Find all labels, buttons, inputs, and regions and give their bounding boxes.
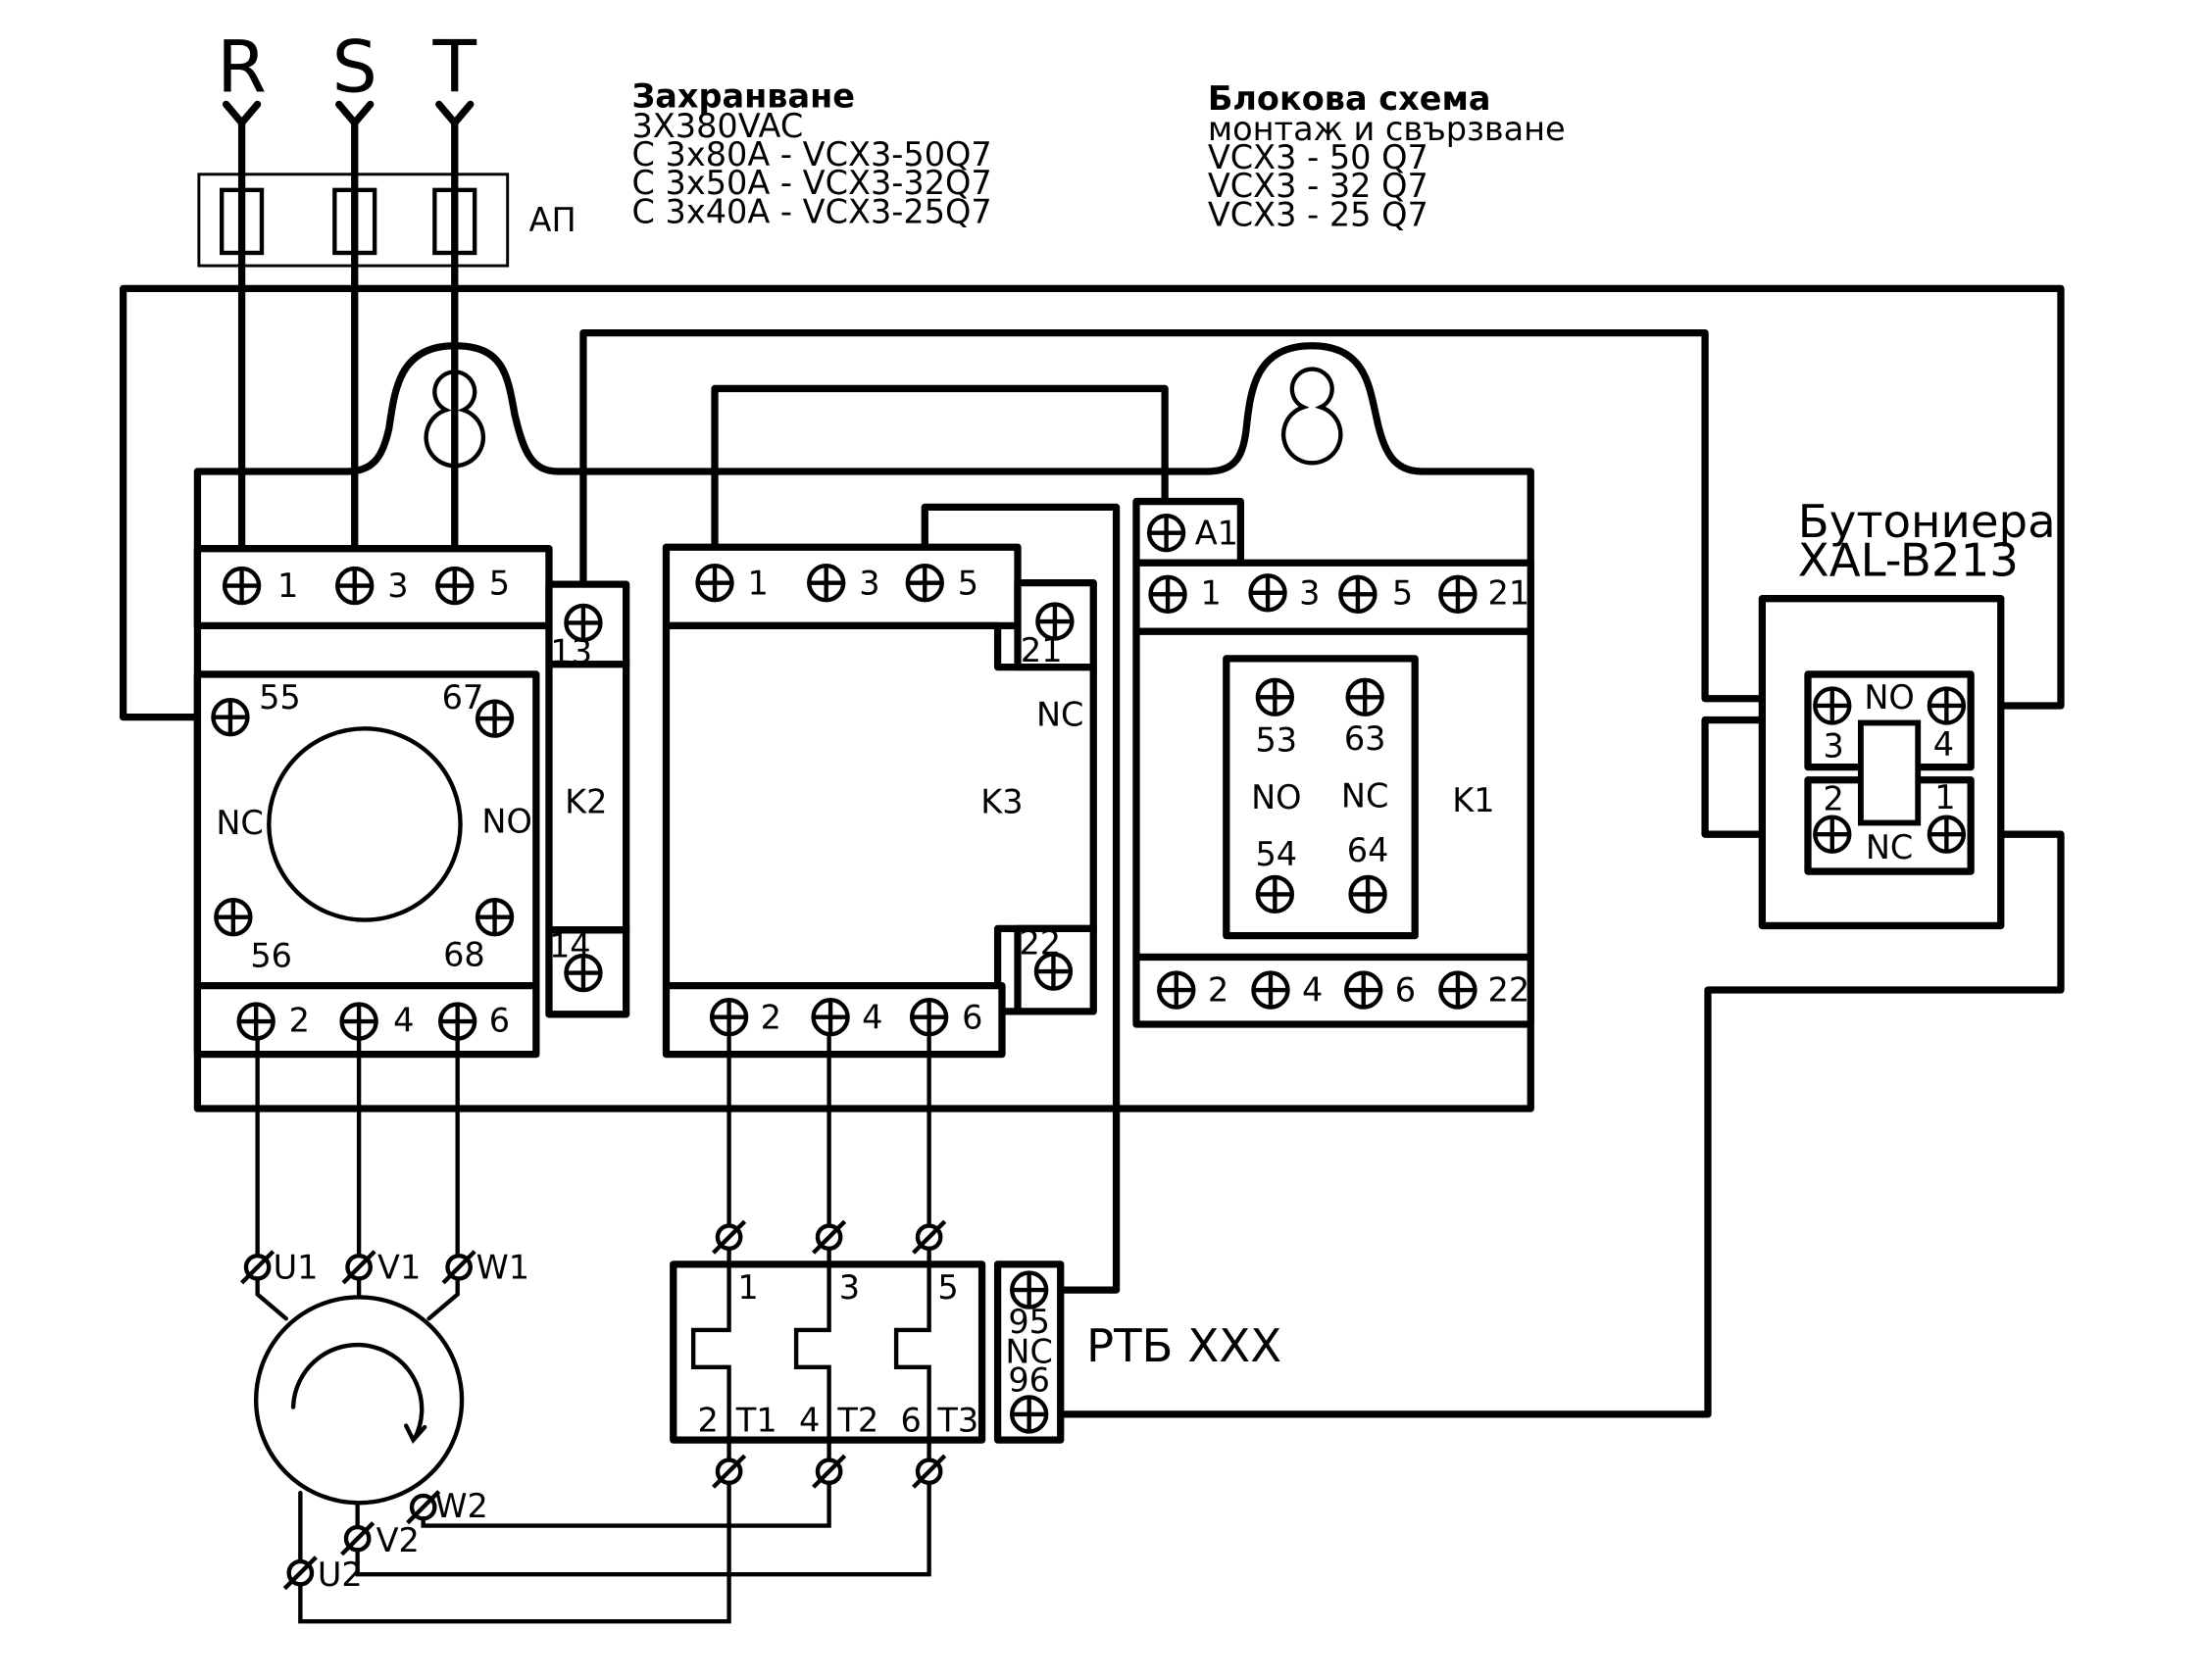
k1-terminal-2: 2 <box>1208 971 1228 1010</box>
k1-terminal-21: 21 <box>1488 574 1530 613</box>
pushbutton-terminal-1: 1 <box>1934 778 1955 816</box>
k2-terminal-2: 2 <box>289 1001 310 1039</box>
k1-terminal-6: 6 <box>1395 971 1416 1010</box>
phase-t-label: T <box>432 25 477 109</box>
k1-terminal-4: 4 <box>1302 971 1323 1010</box>
k1-label: K1 <box>1452 781 1494 819</box>
motor-terminal-u2: U2 <box>318 1556 363 1594</box>
relay-terminal-5: 5 <box>937 1268 958 1307</box>
k1-terminal-54: 54 <box>1255 835 1297 873</box>
relay-terminal-t2: T2 <box>836 1401 878 1439</box>
relay-label: РТБ XXX <box>1086 1319 1281 1372</box>
k1-no-label: NO <box>1251 778 1301 816</box>
k2-terminal-55: 55 <box>259 678 301 716</box>
phase-r-label: R <box>217 25 267 109</box>
k3-terminal-4: 4 <box>862 998 882 1036</box>
k1-terminal-1: 1 <box>1201 574 1222 613</box>
breaker-label: АП <box>529 201 576 239</box>
motor-terminal-v2: V2 <box>376 1521 420 1559</box>
supply-line: C 3x50A - VCX3-32Q7 <box>631 164 991 202</box>
k3-terminal-3: 3 <box>859 564 879 602</box>
block-line: VCX3 - 25 Q7 <box>1208 195 1428 233</box>
relay-terminal-3: 3 <box>839 1268 860 1307</box>
k2-terminal-3: 3 <box>387 567 408 605</box>
pushbutton-terminal-2: 2 <box>1824 779 1844 817</box>
k2-terminal-1: 1 <box>277 567 298 605</box>
block-line: VCX3 - 32 Q7 <box>1208 167 1428 205</box>
phase-inputs: R S T <box>217 25 477 572</box>
k1-terminal-53: 53 <box>1255 721 1297 760</box>
relay-contact-nc: NC <box>1005 1332 1052 1370</box>
relay-contact-96: 96 <box>1008 1361 1050 1400</box>
k3-terminal-1: 1 <box>748 564 769 602</box>
motor-terminal-v1: V1 <box>377 1248 421 1286</box>
k1-terminal-63: 63 <box>1344 719 1386 758</box>
k1-terminal-3: 3 <box>1299 574 1320 613</box>
k2-aux-13: 13 <box>550 632 592 670</box>
k3-aux-21: 21 <box>1021 631 1063 669</box>
pushbutton-no-label: NO <box>1864 678 1914 716</box>
k3-aux-22: 22 <box>1019 924 1061 963</box>
phase-s-label: S <box>332 25 377 109</box>
relay-terminal-t1: T1 <box>735 1401 777 1439</box>
thermal-relay: 1 3 5 2 T1 4 T2 6 T3 95 NC 96 РТБ XXX <box>670 1221 1281 1487</box>
supply-title: Захранване <box>631 76 855 115</box>
pushbutton-model: XAL-B213 <box>1798 533 2019 586</box>
k3-nc-label: NC <box>1036 695 1083 733</box>
relay-terminal-1: 1 <box>737 1268 758 1307</box>
keyhole <box>1280 367 1343 466</box>
control-wiring <box>119 284 2065 1418</box>
pushbutton-title: Бутониера <box>1798 495 2056 548</box>
block-title: Блокова схема <box>1208 79 1491 118</box>
relay-terminal-t3: T3 <box>936 1401 978 1439</box>
pushbutton-terminal-3: 3 <box>1824 726 1844 765</box>
k2-terminal-6: 6 <box>489 1001 510 1039</box>
keyhole <box>424 370 486 469</box>
block-line: VCX3 - 50 Q7 <box>1208 138 1428 176</box>
block-notes: Блокова схема монтаж и свързване VCX3 - … <box>1208 79 1566 233</box>
k2-terminal-68: 68 <box>443 935 485 973</box>
motor-terminal-w2: W2 <box>434 1487 487 1525</box>
contactor-k1: A1 1 3 5 21 53 63 NO NC 54 64 K1 2 4 6 2… <box>1132 497 1534 1028</box>
supply-line: C 3x40A - VCX3-25Q7 <box>631 192 991 230</box>
motor-terminal-u1: U1 <box>274 1248 319 1286</box>
k2-terminal-67: 67 <box>442 678 484 716</box>
k1-terminal-64: 64 <box>1347 831 1389 869</box>
k3-terminal-6: 6 <box>962 998 982 1036</box>
circuit-breaker: АП <box>197 173 576 268</box>
pushbutton-nc-label: NC <box>1866 828 1913 866</box>
block-line: монтаж и свързване <box>1208 110 1566 148</box>
k2-aux-14: 14 <box>549 927 591 965</box>
k1-nc-label: NC <box>1341 776 1388 815</box>
pushbutton-terminal-4: 4 <box>1933 725 1954 764</box>
k3-terminal-5: 5 <box>958 564 978 602</box>
k2-terminal-5: 5 <box>489 564 510 602</box>
k2-no-label: NO <box>481 803 531 841</box>
k3-label: K3 <box>980 782 1023 820</box>
motor-terminal-w1: W1 <box>476 1248 529 1286</box>
k1-terminal-22: 22 <box>1488 971 1530 1010</box>
k1-terminal-5: 5 <box>1392 574 1413 613</box>
supply-line: 3X380VAC <box>631 107 803 145</box>
supply-line: C 3x80A - VCX3-50Q7 <box>631 135 991 173</box>
k1-coil-a1: A1 <box>1195 514 1238 552</box>
k2-nc-label: NC <box>216 804 263 842</box>
rotation-arrow-icon <box>290 1342 425 1441</box>
motor: U1 V1 W1 W2 V2 U2 <box>242 1248 529 1594</box>
supply-notes: Захранване 3X380VAC C 3x80A - VCX3-50Q7 … <box>631 76 991 230</box>
k2-label: K2 <box>565 782 607 820</box>
relay-terminal-4: 4 <box>799 1401 820 1439</box>
k2-terminal-56: 56 <box>250 937 292 975</box>
contactor-k2: 1 3 5 13 14 55 67 56 68 NC NO K2 2 4 6 <box>193 545 630 1059</box>
relay-terminal-2: 2 <box>698 1401 719 1439</box>
relay-contact-95: 95 <box>1008 1303 1050 1341</box>
k3-terminal-2: 2 <box>761 998 781 1036</box>
contactor-k3: 1 3 5 21 NC K3 22 2 4 6 <box>662 543 1097 1059</box>
mounting-plate <box>193 342 1534 1112</box>
pushbutton-station: Бутониера XAL-B213 NO 3 4 2 1 NC <box>1758 495 2056 930</box>
k2-terminal-4: 4 <box>393 1001 414 1039</box>
relay-terminal-6: 6 <box>900 1401 921 1439</box>
